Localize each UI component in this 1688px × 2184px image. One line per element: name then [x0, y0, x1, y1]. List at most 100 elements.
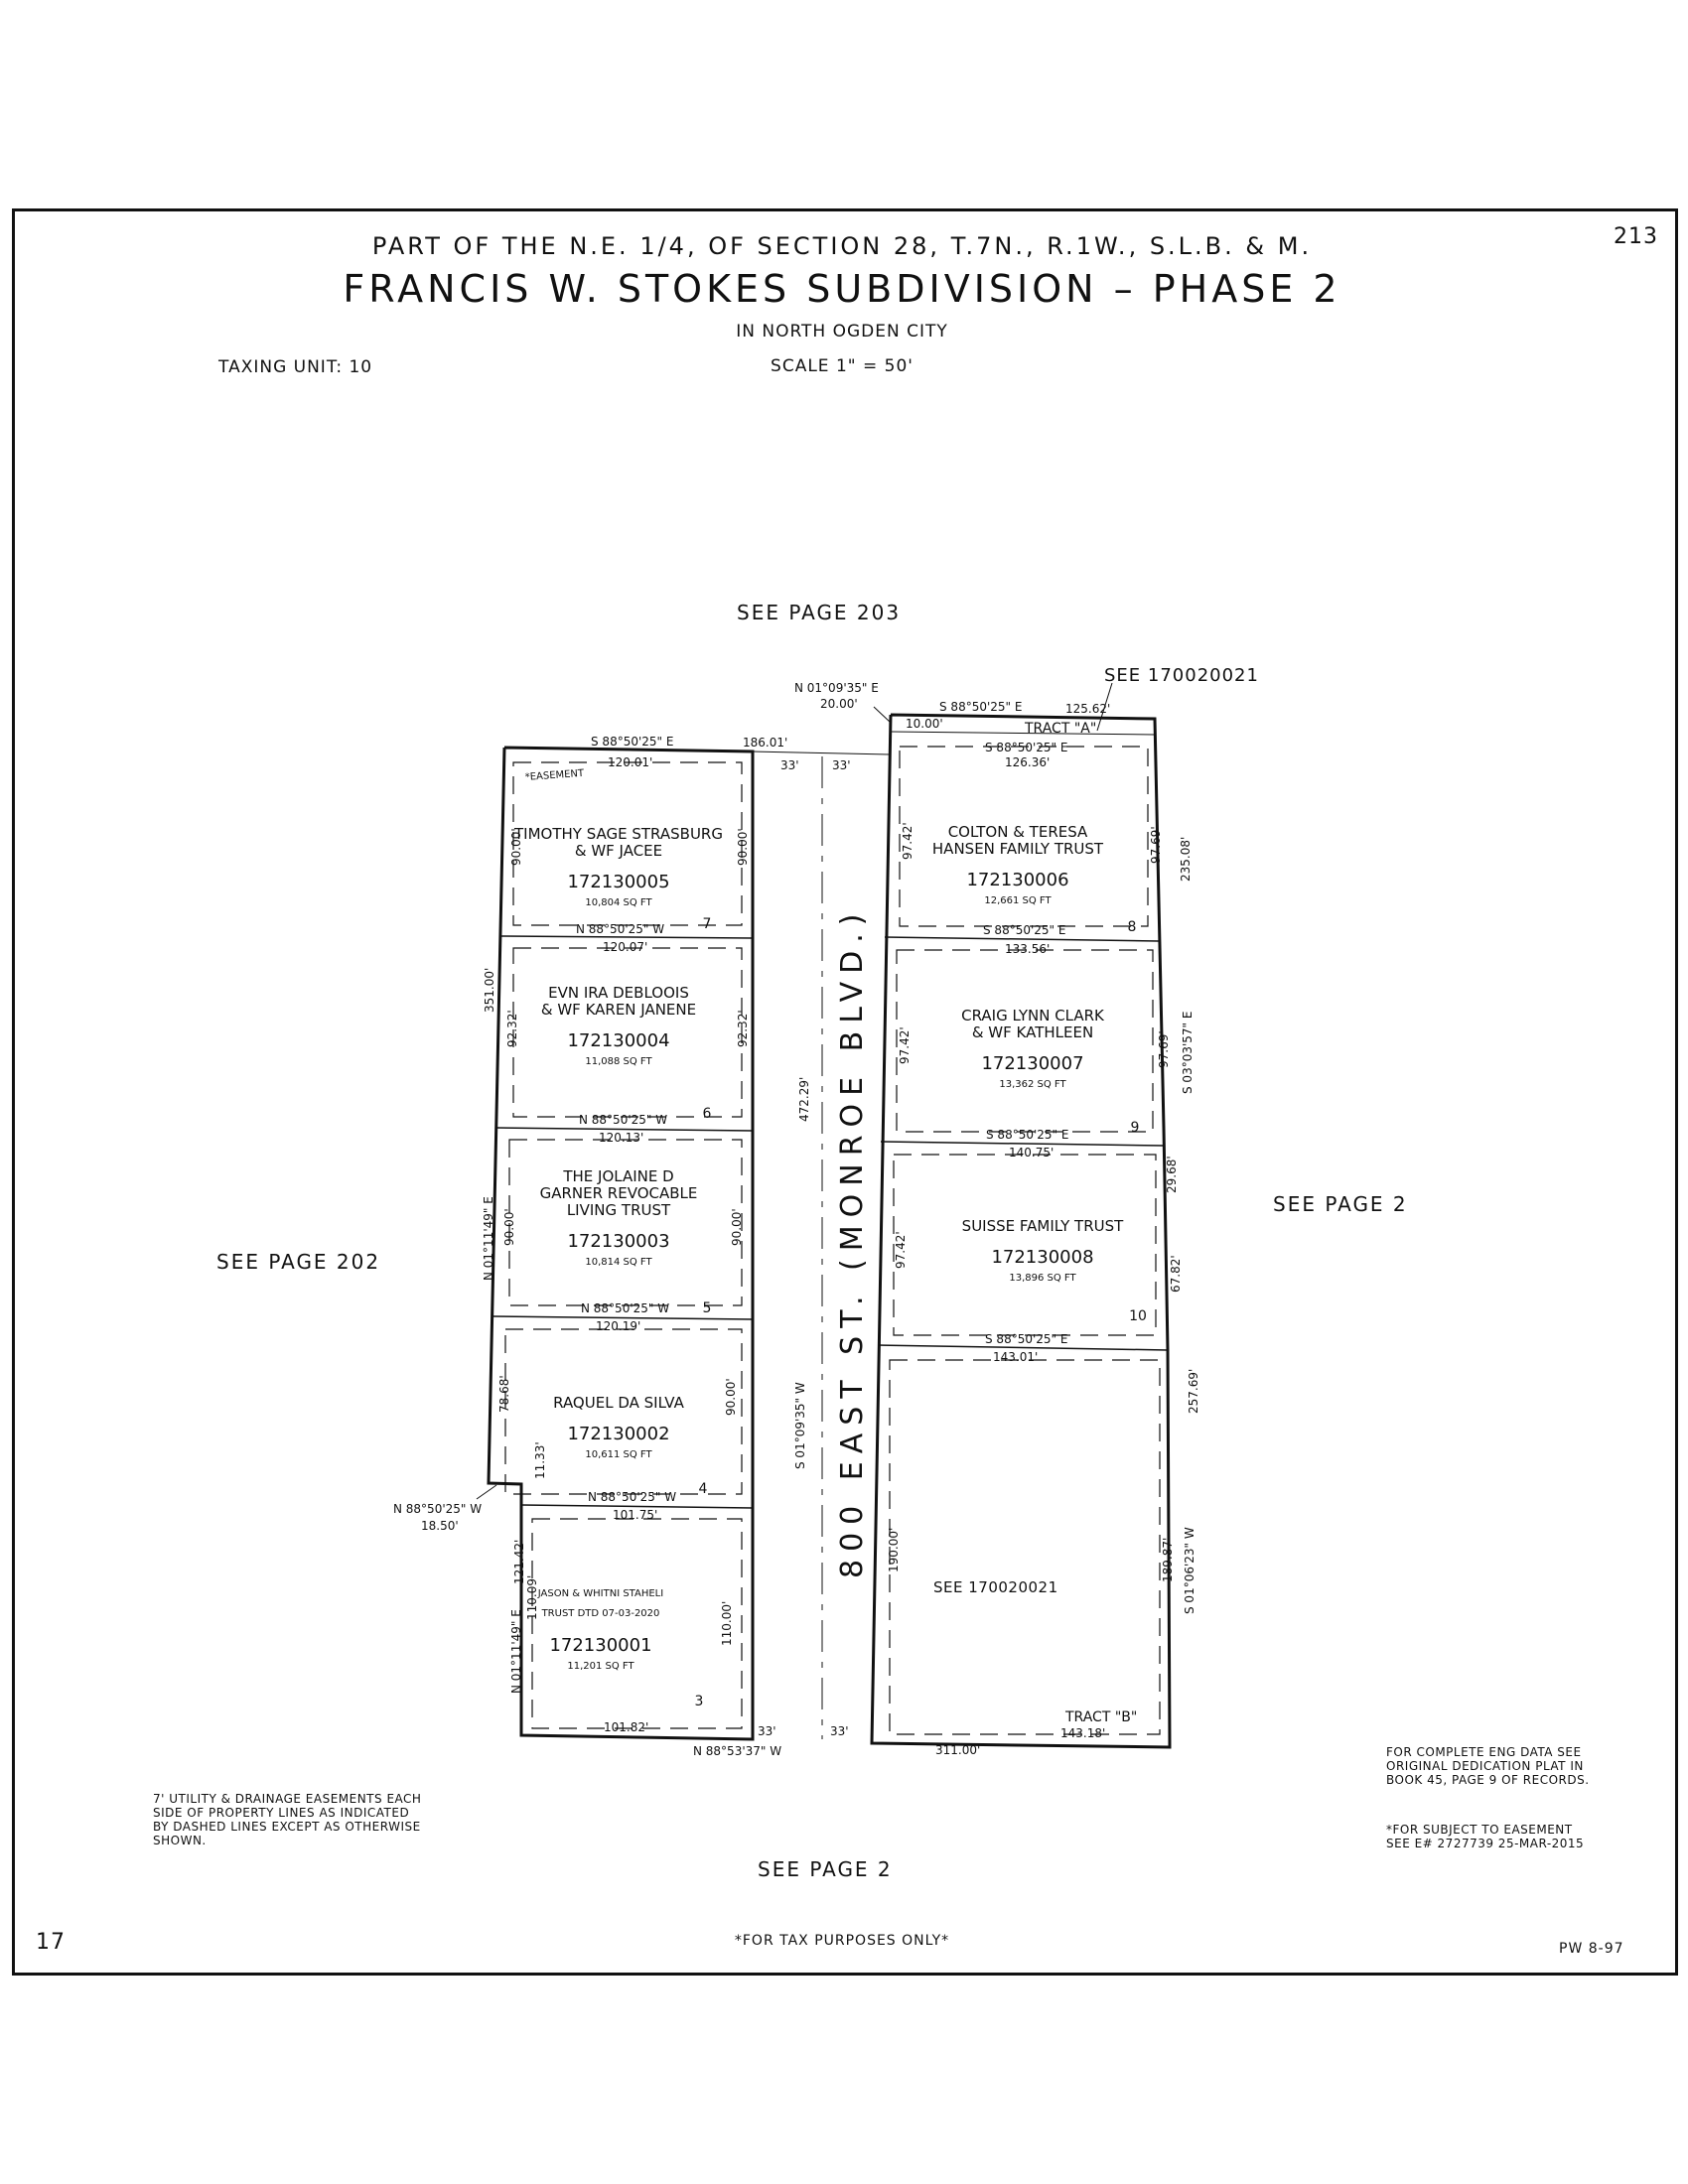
lot-line-9-10: [880, 1141, 1165, 1147]
lot-line-4-3: [520, 1504, 754, 1509]
leader-n-bearing: [873, 706, 892, 724]
dim-lot9-side: 97.42': [898, 1026, 912, 1064]
subject-easement-note: *FOR SUBJECT TO EASEMENT SEE E# 2727739 …: [1386, 1823, 1585, 1850]
dim-lot3-side: 110.09': [525, 1575, 539, 1620]
dim-b89-bearing: S 88°50'25" E: [983, 923, 1065, 937]
page-title: FRANCIS W. STOKES SUBDIVISION – PHASE 2: [343, 267, 1341, 311]
dim-b54-bearing: N 88°50'25" W: [581, 1301, 669, 1315]
dim-top-right-bearing: S 88°50'25" E: [939, 700, 1022, 714]
lot-line-8-9: [884, 936, 1160, 942]
scale-label: SCALE 1" = 50': [771, 356, 914, 376]
dim-west-bearing: N 01°11'49" E: [482, 1196, 495, 1281]
dim-lot9-rside: 97.69': [1157, 1030, 1171, 1068]
parcel-number: 172130005: [567, 872, 669, 892]
lot-line-7-6: [500, 935, 754, 939]
engineering-note: FOR COMPLETE ENG DATA SEE ORIGINAL DEDIC…: [1386, 1745, 1590, 1787]
lot-owner: TIMOTHY SAGE STRASBURG: [513, 825, 723, 843]
dim-top-left-bearing: S 88°50'25" E: [591, 735, 673, 749]
tract-b-label: TRACT "B": [1064, 1709, 1137, 1725]
lot-owner: GARNER REVOCABLE: [540, 1184, 698, 1202]
see-page-right: SEE PAGE 2: [1273, 1192, 1408, 1216]
see-page-bottom: SEE PAGE 2: [758, 1857, 893, 1881]
plat-sheet-frame: [12, 208, 1678, 1976]
dim-b910-bearing: S 88°50'25" E: [986, 1128, 1068, 1142]
page-number: 213: [1614, 224, 1658, 249]
lot-area: 11,088 SQ FT: [585, 1056, 652, 1067]
lot-number: 10: [1129, 1308, 1147, 1324]
dim-b43-bearing: N 88°50'25" W: [588, 1490, 676, 1504]
taxing-unit-label: TAXING UNIT: 10: [218, 357, 373, 377]
leader-see-parcel: [1096, 682, 1113, 732]
parcel-number: 172130006: [966, 870, 1068, 890]
parcel-number: 172130004: [567, 1030, 669, 1051]
lot-number: 3: [695, 1694, 704, 1709]
dim-b76-len: 120.07': [603, 940, 647, 954]
dim-lot6-rside: 92.32': [736, 1010, 750, 1047]
revision-code: PW 8-97: [1559, 1941, 1624, 1957]
dim-east-bearing: S 03°03'57" E: [1181, 1012, 1195, 1094]
lot-owner: SUISSE FAMILY TRUST: [962, 1217, 1124, 1235]
lot-number: 7: [703, 916, 712, 932]
dim-top-left-total: 186.01': [743, 736, 787, 750]
dim-b43-len: 101.75': [613, 1508, 657, 1522]
street-half-width-sw: 33': [758, 1724, 776, 1738]
lot-number: 4: [699, 1481, 708, 1497]
lot-number: 6: [703, 1106, 712, 1122]
lot-owner: RAQUEL DA SILVA: [553, 1394, 684, 1412]
dim-bottom-len: 311.00': [935, 1743, 980, 1757]
dim-lot10-r2: 67.82': [1169, 1255, 1183, 1293]
lot-area: 13,896 SQ FT: [1009, 1273, 1076, 1284]
see-parcel-tract-b: SEE 170020021: [933, 1578, 1058, 1596]
dim-n-bearing: N 01°09'35" E: [794, 681, 879, 695]
street-length: 472.29': [797, 1077, 811, 1122]
lot-area: 11,201 SQ FT: [567, 1661, 634, 1672]
dim-lot3-rside: 110.00': [720, 1601, 734, 1646]
lot-line-10-tractb: [877, 1344, 1169, 1351]
see-page-left: SEE PAGE 202: [216, 1250, 380, 1274]
lot-owner: THE JOLAINE D: [562, 1167, 673, 1185]
dim-lot4-side: 78.68': [497, 1375, 511, 1413]
dim-tractb-side: 190.00': [887, 1528, 901, 1572]
lot-owner: HANSEN FAMILY TRUST: [932, 840, 1104, 858]
dim-top-right-len: 125.62': [1065, 702, 1110, 716]
dim-jog-bearing: N 88°50'25" W: [393, 1502, 482, 1516]
section-description: PART OF THE N.E. 1/4, OF SECTION 28, T.7…: [371, 232, 1313, 260]
lot-owner: JASON & WHITNI STAHELI: [537, 1588, 663, 1599]
dim-east-total1: 235.08': [1179, 837, 1193, 882]
street-north-line: [752, 751, 892, 755]
street-bearing: S 01°09'35" W: [793, 1382, 807, 1469]
dim-tractb-bottom: 143.18': [1060, 1726, 1105, 1740]
dim-b10b-bearing: S 88°50'25" E: [985, 1332, 1067, 1346]
street-half-width-se: 33': [830, 1724, 849, 1738]
dim-jog-dist: 18.50': [421, 1519, 459, 1533]
dim-tractb-r: 189.87': [1161, 1538, 1175, 1582]
dim-lot7-side: 90.00': [509, 828, 523, 866]
dim-lot8-side: 97.42': [901, 822, 914, 860]
lot-owner: & WF JACEE: [575, 842, 662, 860]
lot-area: 10,611 SQ FT: [585, 1449, 652, 1460]
dimension-labels: S 88°50'25" E 186.01' N 01°09'35" E 20.00' S…: [393, 681, 1200, 1758]
dim-bottom-bearing: N 88°53'37" W: [693, 1744, 781, 1758]
dim-lot8-top: 126.36': [1005, 755, 1050, 769]
tax-purposes-note: *FOR TAX PURPOSES ONLY*: [734, 1933, 950, 1949]
dim-lot6-side: 92.32': [505, 1010, 519, 1047]
dim-lot3-bottom: 101.82': [604, 1720, 648, 1734]
dim-b65-bearing: N 88°50'25" W: [579, 1113, 667, 1127]
parcel-number: 172130003: [567, 1231, 669, 1252]
dim-b10b-len: 143.01': [993, 1350, 1038, 1364]
lot-number: 5: [703, 1300, 712, 1316]
dim-jog-len: 11.33': [533, 1441, 547, 1479]
easement-dashed-lines: [504, 746, 1161, 1735]
dim-west-bearing2: N 01°11'49" E: [509, 1609, 523, 1694]
see-page-top: SEE PAGE 203: [737, 601, 901, 624]
dim-lot8-top-bearing: S 88°50'25" E: [985, 741, 1067, 754]
street-name: 800 EAST ST. (MONROE BLVD.): [835, 905, 870, 1578]
dim-n-twenty: 20.00': [820, 697, 858, 711]
lot-line-5-4: [492, 1315, 754, 1320]
dim-ten: 10.00': [906, 717, 943, 731]
parcel-number: 172130008: [991, 1247, 1093, 1268]
lot-area: 10,804 SQ FT: [585, 897, 652, 908]
street-half-width-ne: 33': [832, 758, 851, 772]
dim-lot5-side: 90.00': [502, 1208, 516, 1246]
